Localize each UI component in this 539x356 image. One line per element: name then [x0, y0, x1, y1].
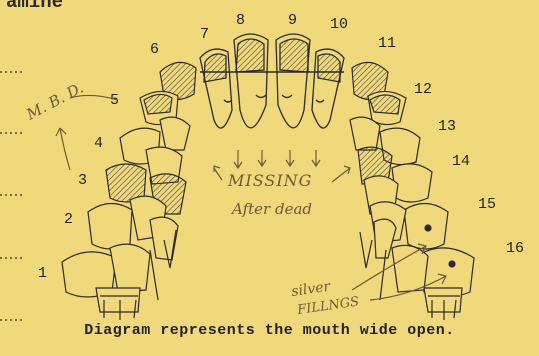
- tooth-number: 13: [438, 118, 456, 135]
- annotation-after-dead: After dead: [230, 200, 312, 218]
- annotation-mbd: M. B. D.: [23, 79, 87, 124]
- tooth-number: 4: [94, 135, 103, 152]
- tooth-number: 8: [236, 12, 245, 29]
- tooth-number: 6: [150, 41, 159, 58]
- tooth-number: 7: [200, 26, 209, 43]
- left-arch: [62, 62, 196, 320]
- form-dotted-lines: [0, 72, 22, 320]
- tooth-number: 14: [452, 153, 470, 170]
- tooth-number: 9: [288, 12, 297, 29]
- incisors: [200, 34, 344, 128]
- right-arch: [350, 62, 474, 320]
- tooth-number: 2: [64, 211, 73, 228]
- annotation-missing: MISSING: [227, 171, 312, 190]
- tooth-number: 12: [414, 81, 432, 98]
- tooth-number: 10: [330, 16, 348, 33]
- tooth-number: 3: [78, 172, 87, 189]
- tooth-14: [392, 164, 432, 202]
- tooth-number: 16: [506, 240, 524, 257]
- diagram-caption: Diagram represents the mouth wide open.: [0, 322, 539, 339]
- annotation-silver: silver: [290, 279, 332, 300]
- tooth-2: [88, 203, 132, 249]
- tooth-number: 1: [38, 265, 47, 282]
- tooth-number: 15: [478, 196, 496, 213]
- tooth-number: 11: [378, 35, 396, 52]
